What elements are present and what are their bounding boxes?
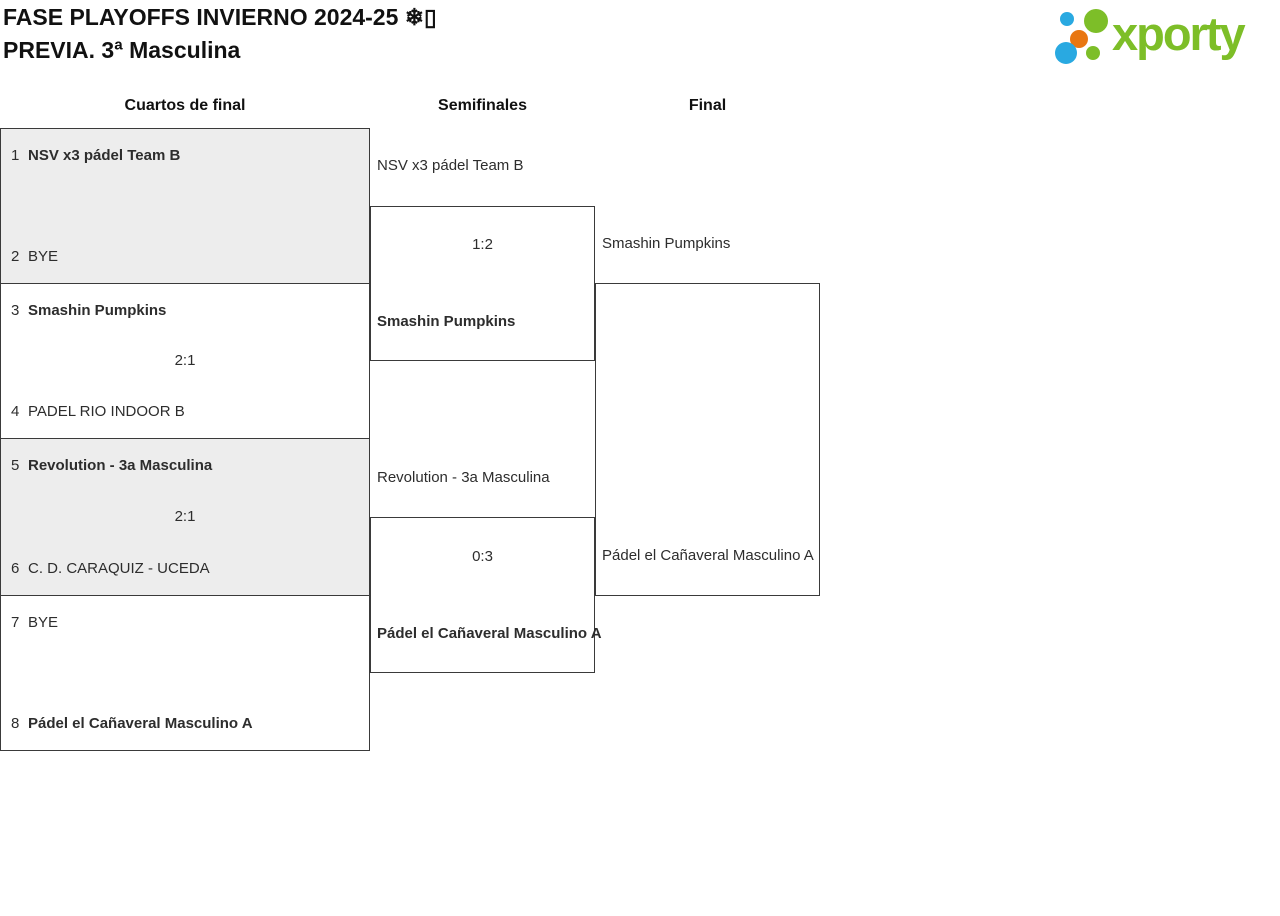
logo-dot-icon: [1086, 46, 1100, 60]
team-seed: 1: [11, 147, 20, 164]
team-row: 2 BYE: [11, 249, 363, 265]
match-quarterfinal-3: 5 Revolution - 3a Masculina 2:1 6 C. D. …: [0, 438, 370, 596]
team-name: Smashin Pumpkins: [377, 313, 516, 330]
logo-dot-icon: [1070, 30, 1088, 48]
match-score: 2:1: [174, 352, 196, 369]
team-name: BYE: [28, 248, 59, 265]
team-row: 5 Revolution - 3a Masculina: [11, 458, 363, 474]
team-row: 6 C. D. CARAQUIZ - UCEDA: [11, 561, 363, 577]
match-score: 1:2: [472, 236, 493, 253]
team-row: 7 BYE: [11, 615, 363, 631]
team-seed: 2: [11, 248, 20, 265]
team-name: C. D. CARAQUIZ - UCEDA: [28, 560, 210, 577]
team-row: 3 Smashin Pumpkins: [11, 303, 363, 319]
logo-dot-icon: [1084, 9, 1108, 33]
team-name: Pádel el Cañaveral Masculino A: [602, 547, 814, 564]
match-quarterfinal-4: 7 BYE 8 Pádel el Cañaveral Masculino A: [0, 595, 370, 751]
title-line-2: PREVIA. 3ª Masculina: [3, 37, 241, 63]
team-name: Pádel el Cañaveral Masculino A: [28, 715, 253, 732]
match-semifinal-1-box: [370, 206, 595, 361]
match-semifinal-2-box: [370, 517, 595, 673]
team-name: Smashin Pumpkins: [602, 235, 731, 252]
team-name: Smashin Pumpkins: [28, 302, 167, 319]
page-title: FASE PLAYOFFS INVIERNO 2024-25 ❄▯ PREVIA…: [3, 1, 437, 67]
team-seed: 4: [11, 403, 20, 420]
title-line-1: FASE PLAYOFFS INVIERNO 2024-25 ❄▯: [3, 4, 437, 30]
team-name: BYE: [28, 614, 59, 631]
match-score: 0:3: [472, 548, 493, 565]
team-row: 1 NSV x3 pádel Team B: [11, 148, 363, 164]
team-row: 8 Pádel el Cañaveral Masculino A: [11, 716, 363, 732]
team-seed: 7: [11, 614, 20, 631]
team-seed: 8: [11, 715, 20, 732]
team-name: Revolution - 3a Masculina: [28, 457, 213, 474]
team-seed: 3: [11, 302, 20, 319]
xporty-logo: xporty: [1048, 0, 1273, 72]
round-header-semifinales: Semifinales: [438, 97, 527, 114]
team-name: Revolution - 3a Masculina: [377, 469, 550, 486]
round-header-final: Final: [688, 97, 727, 114]
team-name: NSV x3 pádel Team B: [28, 147, 181, 164]
logo-dot-icon: [1055, 42, 1077, 64]
team-name: Pádel el Cañaveral Masculino A: [377, 625, 602, 642]
team-seed: 5: [11, 457, 20, 474]
team-name: PADEL RIO INDOOR B: [28, 403, 185, 420]
match-score: 2:1: [174, 508, 196, 525]
match-quarterfinal-1: 1 NSV x3 pádel Team B 2 BYE: [0, 128, 370, 284]
team-seed: 6: [11, 560, 20, 577]
team-name: NSV x3 pádel Team B: [377, 157, 524, 174]
round-header-cuartos-de-final: Cuartos de final: [124, 97, 246, 114]
logo-wordmark: xporty: [1112, 7, 1246, 60]
team-row: 4 PADEL RIO INDOOR B: [11, 404, 363, 420]
match-quarterfinal-2: 3 Smashin Pumpkins 2:1 4 PADEL RIO INDOO…: [0, 283, 370, 439]
logo-dot-icon: [1060, 12, 1074, 26]
match-final-box: [595, 283, 820, 596]
